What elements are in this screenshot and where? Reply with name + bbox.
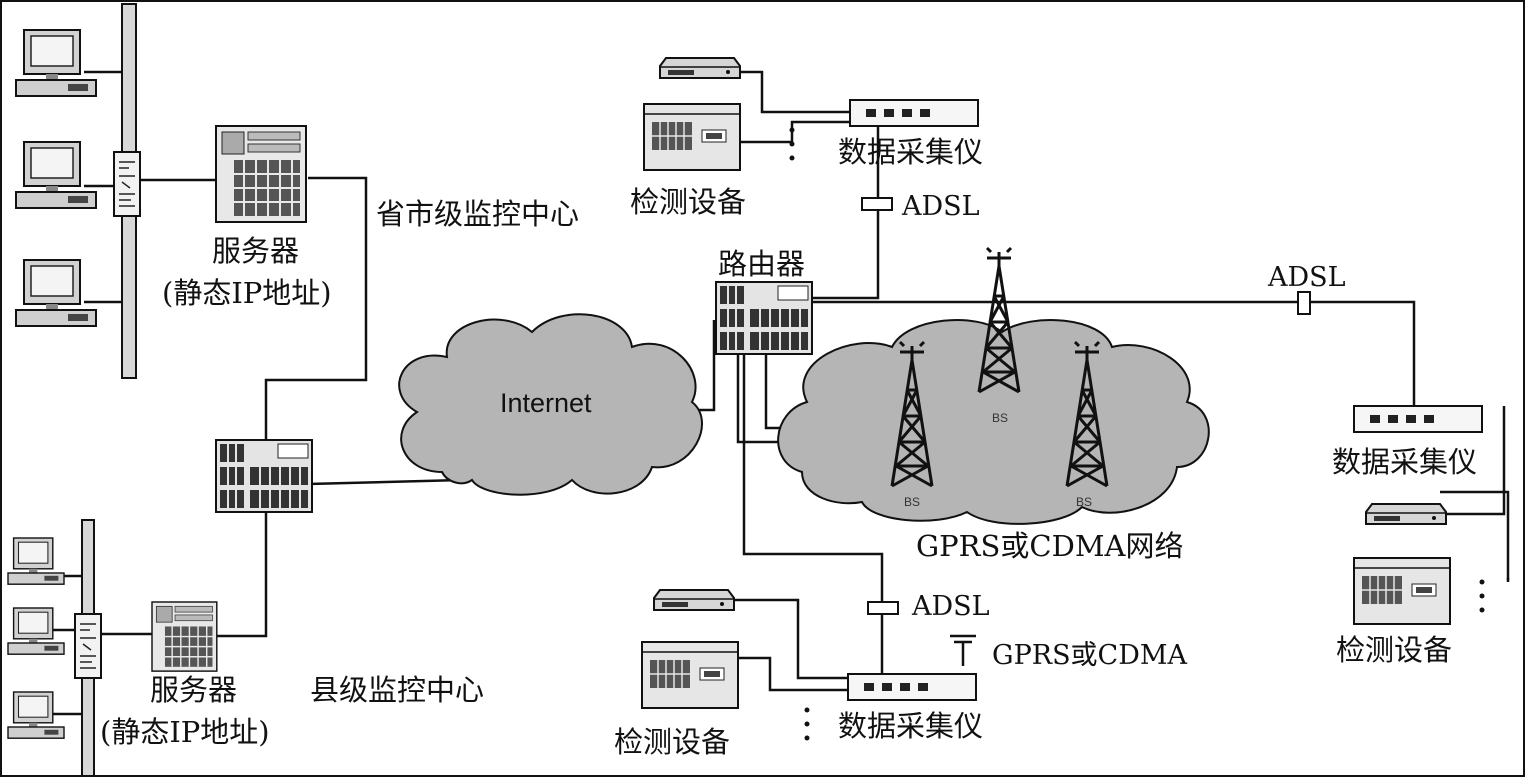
right-adsl-label: ADSL bbox=[1268, 262, 1346, 293]
server-top-label: 服务器 bbox=[212, 234, 300, 268]
modem-icon bbox=[1365, 503, 1447, 525]
router-label: 路由器 bbox=[718, 247, 806, 281]
server-bottom-ip-label: (静态IP地址) bbox=[100, 715, 270, 749]
adsl-connector bbox=[861, 197, 893, 211]
data-collector-icon bbox=[1353, 405, 1483, 433]
monitoring-device-icon bbox=[1353, 557, 1451, 625]
monitoring-device-icon bbox=[641, 641, 739, 709]
gprs-cloud bbox=[777, 319, 1210, 525]
data-collector-icon bbox=[849, 99, 979, 127]
computer-icon bbox=[7, 537, 65, 585]
server-bottom-label: 服务器 bbox=[150, 673, 238, 707]
computer-icon bbox=[15, 29, 97, 97]
bs-label: BS bbox=[904, 495, 921, 509]
county-center-label: 县级监控中心 bbox=[310, 673, 485, 707]
right-collector-label: 数据采集仪 bbox=[1332, 445, 1478, 479]
top-collector-label: 数据采集仪 bbox=[838, 135, 984, 169]
antenna-icon bbox=[950, 634, 976, 666]
internet-cloud bbox=[398, 313, 703, 496]
bottom-device-label: 检测设备 bbox=[614, 725, 731, 759]
server-icon bbox=[151, 601, 218, 672]
computer-icon bbox=[15, 259, 97, 327]
bs-label: BS bbox=[1076, 495, 1093, 509]
provincial-center-label: 省市级监控中心 bbox=[376, 197, 580, 231]
top-device-label: 检测设备 bbox=[630, 185, 747, 219]
ellipsis-dots bbox=[789, 127, 795, 161]
ellipsis-dots bbox=[804, 707, 810, 741]
router-icon bbox=[715, 281, 813, 355]
switch-icon bbox=[74, 613, 102, 679]
right-device-label: 检测设备 bbox=[1336, 633, 1453, 667]
adsl-connector bbox=[1297, 291, 1311, 315]
router-icon bbox=[215, 439, 313, 513]
adsl-connector bbox=[867, 601, 899, 615]
bottom-gprs-label: GPRS或CDMA bbox=[992, 640, 1188, 671]
gprs-network-label: GPRS或CDMA网络 bbox=[916, 529, 1184, 563]
modem-icon bbox=[659, 57, 741, 79]
ellipsis-dots bbox=[1479, 579, 1485, 613]
bottom-adsl-label: ADSL bbox=[912, 591, 990, 622]
data-collector-icon bbox=[847, 673, 977, 701]
bs-label: BS bbox=[992, 411, 1009, 425]
server-icon bbox=[215, 125, 307, 223]
modem-icon bbox=[653, 589, 735, 611]
switch-icon bbox=[113, 151, 141, 217]
top-adsl-label: ADSL bbox=[902, 191, 980, 222]
internet-label: Internet bbox=[500, 388, 592, 418]
bottom-collector-label: 数据采集仪 bbox=[838, 709, 984, 743]
monitoring-device-icon bbox=[643, 103, 741, 171]
server-top-ip-label: (静态IP地址) bbox=[162, 276, 332, 310]
computer-icon bbox=[15, 141, 97, 209]
